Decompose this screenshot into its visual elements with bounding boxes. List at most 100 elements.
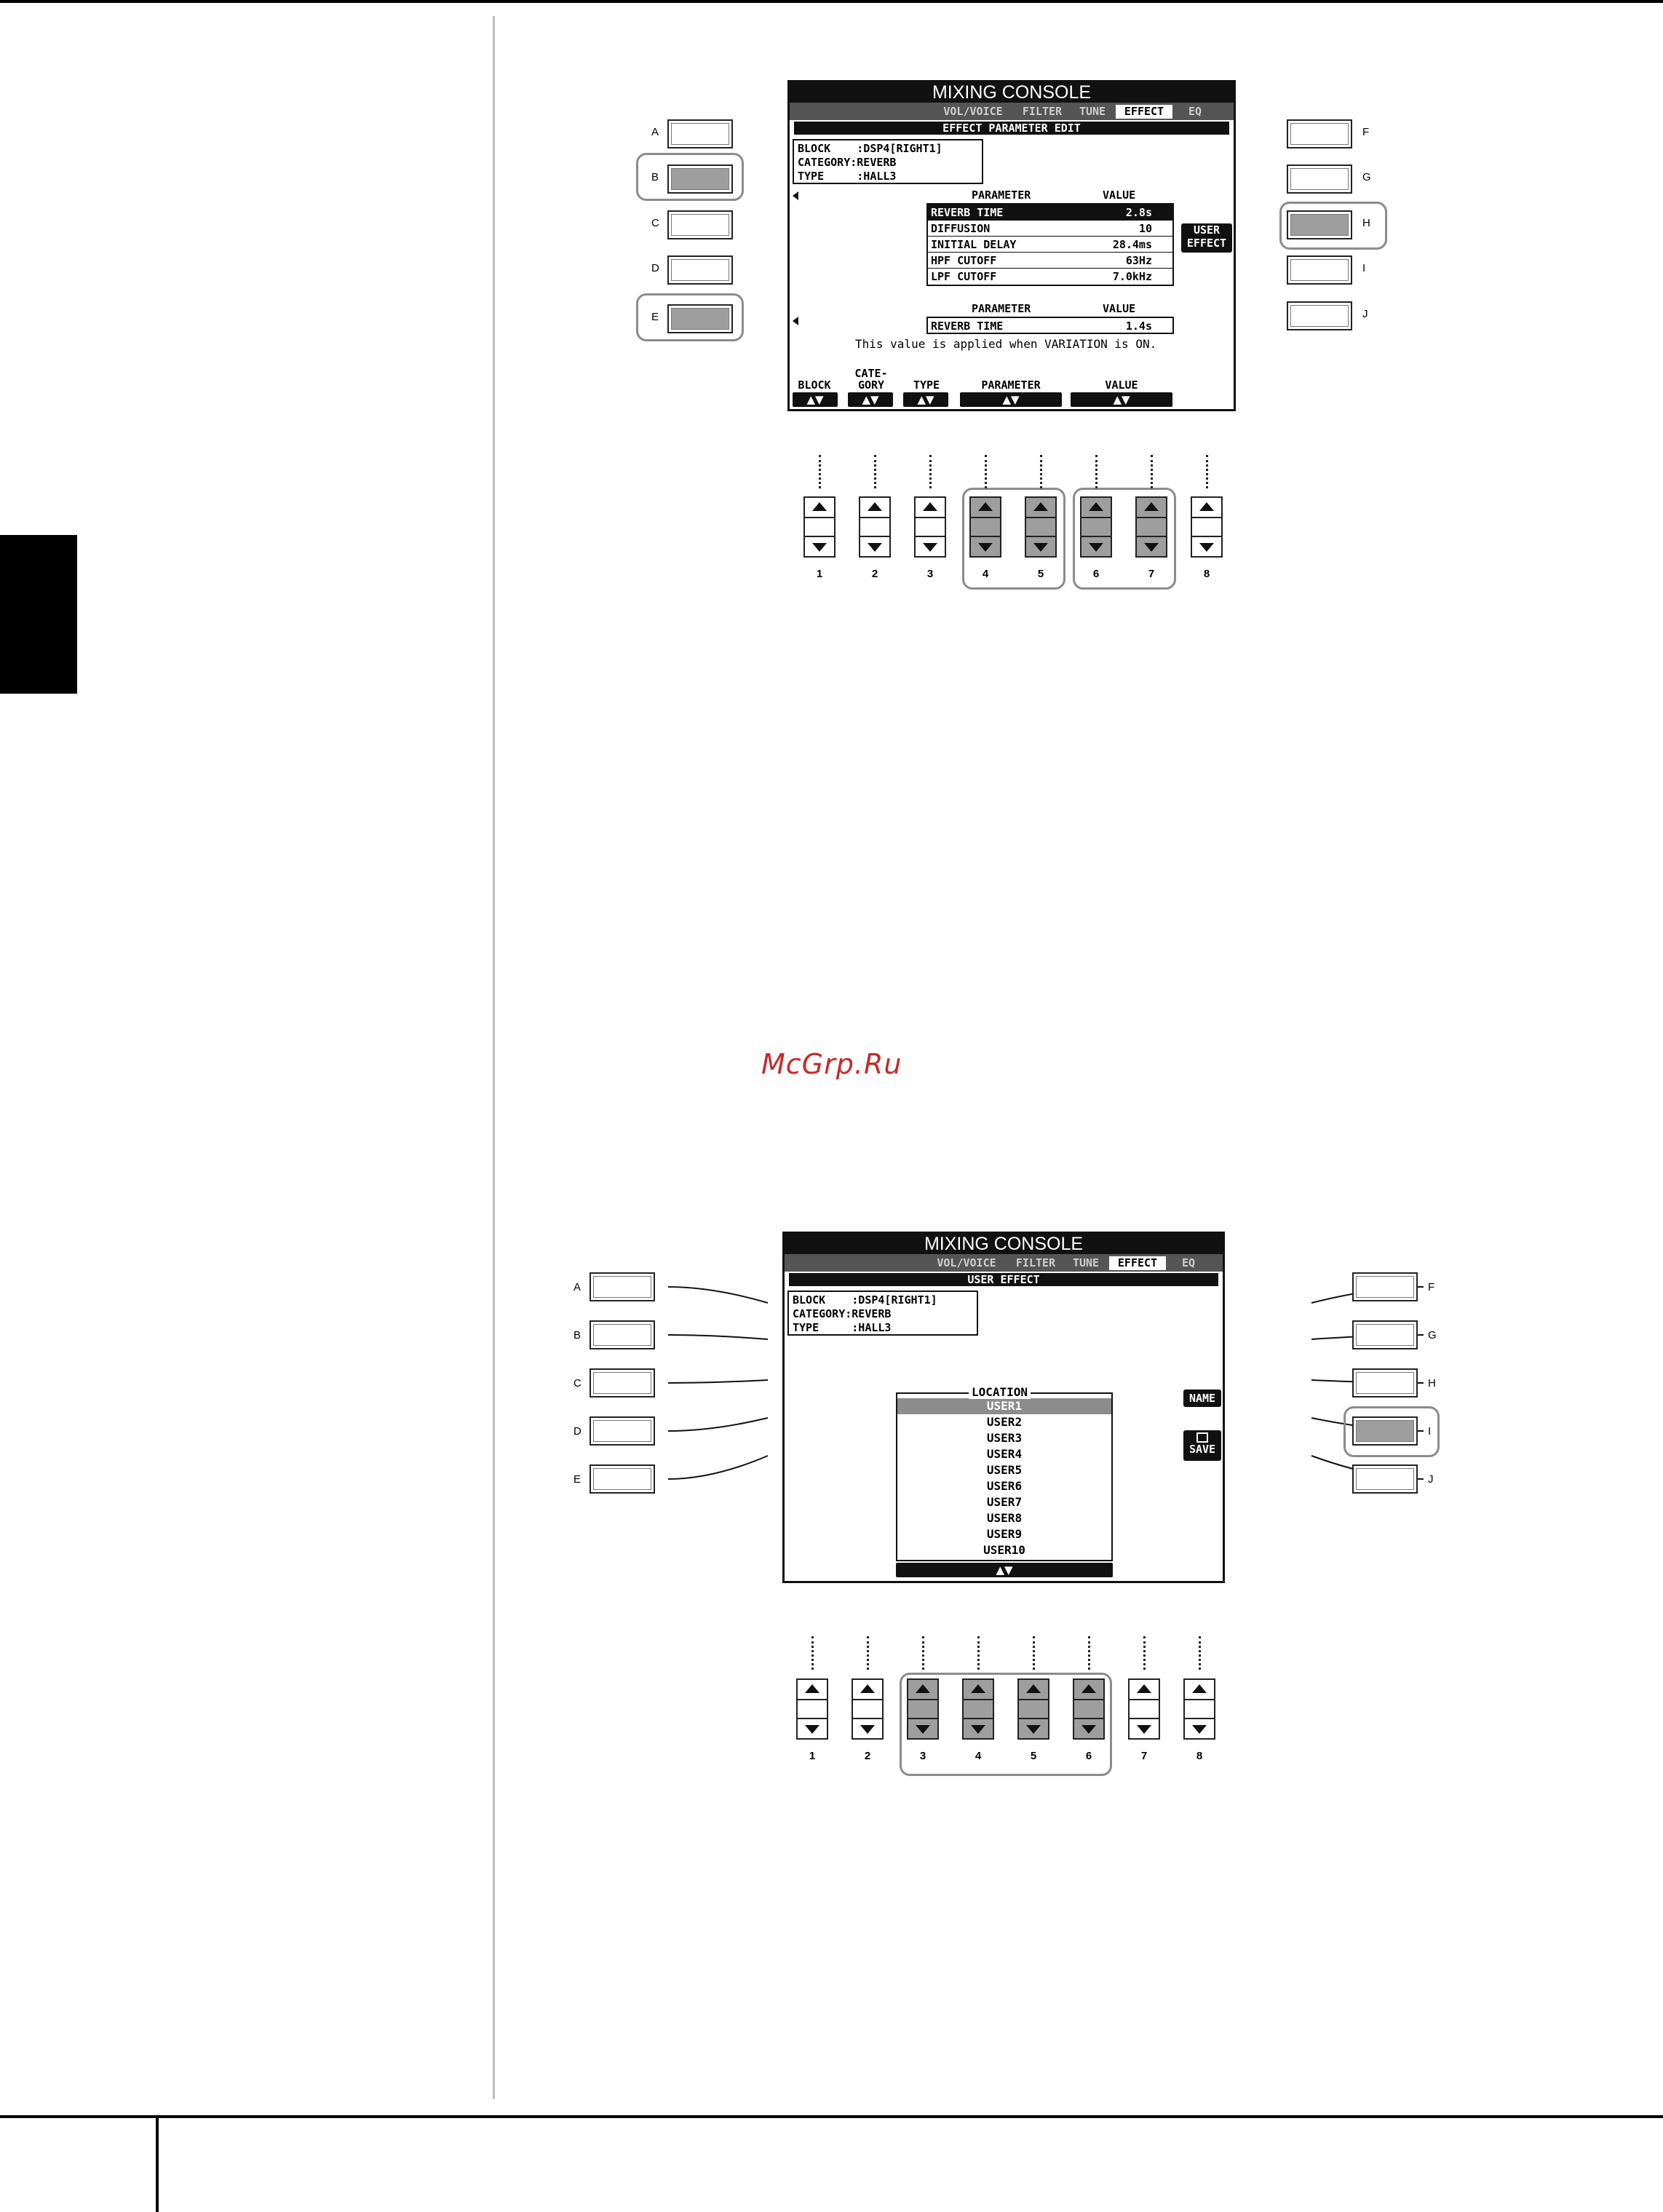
list-item[interactable]: USER6 bbox=[986, 1479, 1023, 1493]
list-item[interactable]: USER5 bbox=[986, 1463, 1023, 1477]
button-d[interactable] bbox=[667, 255, 733, 285]
button-i[interactable] bbox=[1287, 255, 1352, 285]
user-effect-button[interactable]: USER EFFECT bbox=[1181, 223, 1232, 253]
bottom-label-type: TYPE bbox=[913, 378, 940, 392]
tab-vol-voice[interactable]: VOL/VOICE bbox=[943, 105, 1003, 118]
button-label-b: B bbox=[573, 1329, 582, 1341]
button-label-j: J bbox=[1428, 1473, 1434, 1486]
save-label: SAVE bbox=[1188, 1443, 1216, 1456]
slider-button-6[interactable] bbox=[1080, 496, 1112, 558]
slider-dots bbox=[922, 1636, 924, 1670]
button-g[interactable] bbox=[1287, 164, 1352, 194]
button-label-c: C bbox=[651, 217, 659, 229]
slider-button-7[interactable] bbox=[1135, 496, 1167, 558]
slider-button-2[interactable] bbox=[859, 496, 891, 558]
slider-number: 1 bbox=[809, 1750, 816, 1762]
tab-effect[interactable]: EFFECT bbox=[1109, 1256, 1166, 1270]
tab-filter[interactable]: FILTER bbox=[1015, 1256, 1056, 1269]
slider-button-4[interactable] bbox=[962, 1678, 994, 1740]
button-label-d: D bbox=[573, 1425, 582, 1438]
button-d[interactable] bbox=[590, 1416, 655, 1446]
slider-button-5[interactable] bbox=[1017, 1678, 1049, 1740]
button-b[interactable] bbox=[590, 1320, 655, 1349]
location-list: LOCATION USER1 USER2 USER3 USER4 USER5 U… bbox=[896, 1385, 1113, 1561]
highlight-sliders-6-7 bbox=[1073, 488, 1176, 590]
button-c[interactable] bbox=[590, 1368, 655, 1398]
tab-vol-voice[interactable]: VOL/VOICE bbox=[937, 1256, 996, 1269]
button-c[interactable] bbox=[667, 210, 733, 239]
list-item[interactable]: USER2 bbox=[986, 1415, 1023, 1429]
button-label-d: D bbox=[651, 262, 659, 274]
screen-tabs: VOL/VOICE FILTER TUNE EFFECT EQ bbox=[790, 103, 1234, 120]
slider-button-6[interactable] bbox=[1073, 1678, 1105, 1740]
slider-dots bbox=[985, 455, 987, 488]
list-item[interactable]: USER10 bbox=[983, 1543, 1025, 1557]
slider-button-1[interactable] bbox=[796, 1678, 828, 1740]
slider-dots bbox=[1151, 455, 1153, 488]
button-label-h: H bbox=[1362, 217, 1370, 229]
save-button[interactable]: SAVE bbox=[1183, 1430, 1221, 1461]
slider-button-8[interactable] bbox=[1183, 1678, 1215, 1740]
tab-tune[interactable]: TUNE bbox=[1072, 1256, 1100, 1269]
bottom-label-value: VALUE bbox=[1105, 378, 1138, 392]
effect-info-box: BLOCK :DSP4[RIGHT1] CATEGORY:REVERB TYPE… bbox=[793, 139, 983, 184]
location-arrows[interactable]: ▲▼ bbox=[896, 1563, 1113, 1577]
param-name: LPF CUTOFF bbox=[931, 270, 997, 283]
block-arrows[interactable]: ▲▼ bbox=[793, 392, 838, 407]
value-arrows[interactable]: ▲▼ bbox=[1071, 392, 1172, 407]
tab-effect[interactable]: EFFECT bbox=[1116, 105, 1172, 119]
button-i[interactable] bbox=[1352, 1416, 1418, 1446]
list-item[interactable]: USER9 bbox=[986, 1527, 1023, 1541]
button-e[interactable] bbox=[667, 304, 733, 333]
slider-button-1[interactable] bbox=[803, 496, 836, 558]
list-item[interactable]: USER3 bbox=[986, 1431, 1023, 1445]
slider-button-3[interactable] bbox=[914, 496, 946, 558]
list-item[interactable]: USER8 bbox=[986, 1511, 1023, 1525]
tab-eq[interactable]: EQ bbox=[1181, 1256, 1196, 1269]
list-item[interactable]: USER1 bbox=[897, 1398, 1111, 1414]
name-button[interactable]: NAME bbox=[1183, 1390, 1221, 1407]
tab-tune[interactable]: TUNE bbox=[1079, 105, 1106, 118]
button-b[interactable] bbox=[667, 164, 733, 194]
slider-number: 2 bbox=[871, 568, 878, 580]
type-arrows[interactable]: ▲▼ bbox=[903, 392, 948, 407]
list-item[interactable]: USER4 bbox=[986, 1447, 1023, 1461]
button-a[interactable] bbox=[590, 1272, 655, 1301]
tab-eq[interactable]: EQ bbox=[1188, 105, 1202, 118]
slider-button-7[interactable] bbox=[1128, 1678, 1160, 1740]
slider-number: 3 bbox=[919, 1750, 926, 1762]
button-label-f: F bbox=[1428, 1281, 1435, 1293]
slider-button-5[interactable] bbox=[1025, 496, 1057, 558]
bottom-rule bbox=[0, 2115, 1663, 2118]
button-h[interactable] bbox=[1287, 210, 1352, 239]
slider-dots bbox=[1040, 455, 1042, 488]
slider-button-3[interactable] bbox=[907, 1678, 939, 1740]
button-f[interactable] bbox=[1352, 1272, 1418, 1301]
bottom-label-block: BLOCK bbox=[798, 378, 831, 392]
left-arrow-icon bbox=[793, 317, 798, 325]
button-f[interactable] bbox=[1287, 119, 1352, 148]
info-block: BLOCK :DSP4[RIGHT1] bbox=[793, 1293, 937, 1307]
slider-button-8[interactable] bbox=[1191, 496, 1223, 558]
slider-button-2[interactable] bbox=[852, 1678, 884, 1740]
button-g[interactable] bbox=[1352, 1320, 1418, 1349]
button-j[interactable] bbox=[1287, 301, 1352, 330]
category-arrows[interactable]: ▲▼ bbox=[848, 392, 893, 407]
screen-tabs: VOL/VOICE FILTER TUNE EFFECT EQ bbox=[785, 1254, 1223, 1272]
button-a[interactable] bbox=[667, 119, 733, 148]
slider-button-4[interactable] bbox=[969, 496, 1001, 558]
parameter-arrows[interactable]: ▲▼ bbox=[960, 392, 1062, 407]
tab-filter[interactable]: FILTER bbox=[1022, 105, 1063, 118]
list-item[interactable]: USER7 bbox=[986, 1495, 1023, 1509]
param-value: 1.4s bbox=[1125, 320, 1152, 333]
button-e[interactable] bbox=[590, 1464, 655, 1494]
button-j[interactable] bbox=[1352, 1464, 1418, 1494]
button-h[interactable] bbox=[1352, 1368, 1418, 1398]
